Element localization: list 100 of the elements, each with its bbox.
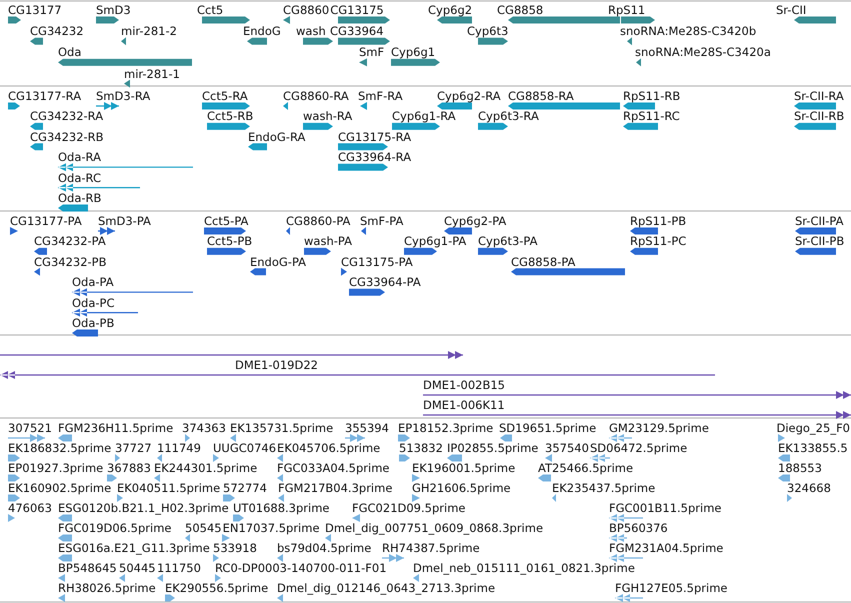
feature-label: AT25466.5prime — [538, 461, 634, 475]
feature-label: EndoG-PA — [250, 254, 306, 269]
feature-label: EK160902.5prime — [8, 481, 112, 495]
feature-label: 533918 — [213, 541, 257, 555]
feature-label: FGM236H11.5prime — [58, 421, 174, 435]
feature-label: 111750 — [157, 561, 201, 575]
feature-label: wash-PA — [304, 234, 352, 248]
feature-label: RpS11-PB — [630, 214, 686, 228]
feature-label: RH38026.5prime — [58, 581, 156, 595]
feature-label: Cct5-RA — [202, 89, 248, 103]
feature-label: 374363 — [182, 421, 226, 435]
feature-label: EndoG-RA — [248, 130, 306, 144]
feature-label: CG8860-PA — [286, 214, 350, 228]
feature-label: 50445 — [119, 561, 156, 575]
feature-label: EK196001.5prime — [412, 461, 516, 475]
feature-label: ESG0120b.B21.1_H02.3prime — [58, 501, 229, 515]
feature-label: CG34232-PB — [34, 254, 106, 269]
feature-label: BP560376 — [609, 521, 668, 535]
feature-label: 307521 — [8, 421, 52, 435]
feature-label: Oda-PC — [72, 296, 115, 310]
feature-label: SmF — [359, 45, 384, 60]
feature-label: Sr-CII-RB — [794, 109, 844, 124]
feature-label: ESG016a.E21_G11.3prime — [58, 541, 210, 555]
feature-label: Cyp6t3-PA — [478, 234, 538, 248]
feature-label: 476063 — [8, 501, 52, 515]
feature-label: SD19651.5prime — [499, 421, 596, 435]
feature-label: RpS11-RC — [623, 109, 680, 124]
feature-label: CG8860 — [283, 3, 330, 17]
feature-label: wash-RA — [303, 109, 352, 124]
feature-label: CG33964 — [330, 24, 384, 38]
feature-label: EK135731.5prime — [230, 421, 334, 435]
feature-label: SD06472.5prime — [590, 441, 688, 455]
feature-label: CG13175 — [330, 3, 384, 17]
feature-label: EK235437.5prime — [552, 481, 656, 495]
feature-label: EP18152.3prime — [398, 421, 494, 435]
feature-label: Cyp6t3-RA — [478, 109, 539, 124]
feature-label: 324668 — [787, 481, 831, 495]
feature-label: Dmel_dig_012146_0643_2713.3prime — [277, 581, 496, 595]
feature-label: FGC001B11.5prime — [609, 501, 722, 515]
feature-label: RC0-DP0003-140700-011-F01 — [215, 561, 387, 575]
feature-label: RpS11 — [608, 3, 646, 17]
feature-label: Cct5 — [197, 3, 224, 17]
feature-label: Cct5-PA — [204, 214, 248, 228]
feature-label: SmD3-RA — [96, 89, 150, 103]
feature-label: FGC019D06.5prime — [58, 521, 172, 535]
feature-label: Cct5-RB — [207, 109, 254, 124]
feature-label: BP548645 — [58, 561, 117, 575]
feature-label: SmD3-PA — [98, 214, 151, 228]
feature-label: CG33964-PA — [349, 275, 421, 290]
feature-label: FGM231A04.5prime — [609, 541, 724, 555]
feature-label: Sr-CII-PA — [795, 214, 844, 228]
feature-label: CG8858-RA — [508, 89, 574, 103]
feature-label: CG34232-RB — [30, 130, 104, 144]
feature-label: snoRNA:Me28S-C3420a — [635, 45, 771, 60]
feature-label: Oda — [58, 45, 82, 60]
feature-label: bs79d04.5prime — [277, 541, 372, 555]
feature-label: Cyp6g2-PA — [444, 214, 506, 228]
feature-label: CG13175-PA — [341, 254, 413, 269]
feature-label: Dmel_neb_015111_0161_0821.3prime — [413, 561, 635, 575]
feature-label: CG8858-PA — [511, 254, 576, 269]
feature-label: SmF-PA — [360, 214, 404, 228]
feature-label: EK186832.5prime — [8, 441, 112, 455]
feature-label: snoRNA:Me28S-C3420b — [620, 24, 756, 38]
feature-label: Oda-RC — [58, 170, 101, 185]
feature-label: CG13177-RA — [8, 89, 82, 103]
feature-label: Oda-PB — [72, 316, 114, 330]
feature-label: UUGC0746 — [213, 441, 276, 455]
feature-label: EP01927.3prime — [8, 461, 104, 475]
feature-label: GH21606.5prime — [412, 481, 511, 495]
feature-label: FGC021D09.5prime — [352, 501, 466, 515]
feature-label: Cyp6g1-RA — [392, 109, 456, 124]
feature-label: EK133855.5 — [778, 441, 848, 455]
feature-label: CG34232 — [30, 24, 84, 38]
feature-label: Cyp6g1 — [391, 45, 436, 60]
feature-label: 572774 — [223, 481, 267, 495]
feature-label: CG34232-PA — [34, 234, 106, 248]
feature-label: SmD3 — [96, 3, 131, 17]
feature-label: Diego_25_F0 — [776, 421, 850, 435]
feature-label: CG8860-RA — [283, 89, 349, 103]
feature-label: CG34232-RA — [30, 109, 104, 124]
feature-label: EK045706.5prime — [277, 441, 380, 455]
feature-label: Cyp6g2 — [428, 3, 472, 17]
feature-label: 50545 — [185, 521, 222, 535]
feature-label: Cyp6g2-RA — [437, 89, 501, 103]
feature-label: Sr-CII-RA — [794, 89, 844, 103]
feature-label: 357540 — [545, 441, 589, 455]
feature-label: Dmel_dig_007751_0609_0868.3prime — [325, 521, 544, 535]
feature-label: 111749 — [157, 441, 201, 455]
feature-label: EK040511.5prime — [117, 481, 220, 495]
feature-label: Cyp6t3 — [467, 24, 508, 38]
feature-label: 513832 — [399, 441, 443, 455]
feature-label: CG13177 — [8, 3, 62, 17]
feature-label: IP02855.5prime — [447, 441, 538, 455]
feature-label: DME1-006K11 — [423, 398, 505, 412]
feature-label: EndoG — [243, 24, 281, 38]
feature-label: CG8858 — [497, 3, 544, 17]
feature-label: Sr-CII — [776, 3, 806, 17]
feature-label: Oda-RB — [58, 191, 102, 205]
feature-label: 355394 — [345, 421, 389, 435]
feature-label: RpS11-RB — [623, 89, 680, 103]
